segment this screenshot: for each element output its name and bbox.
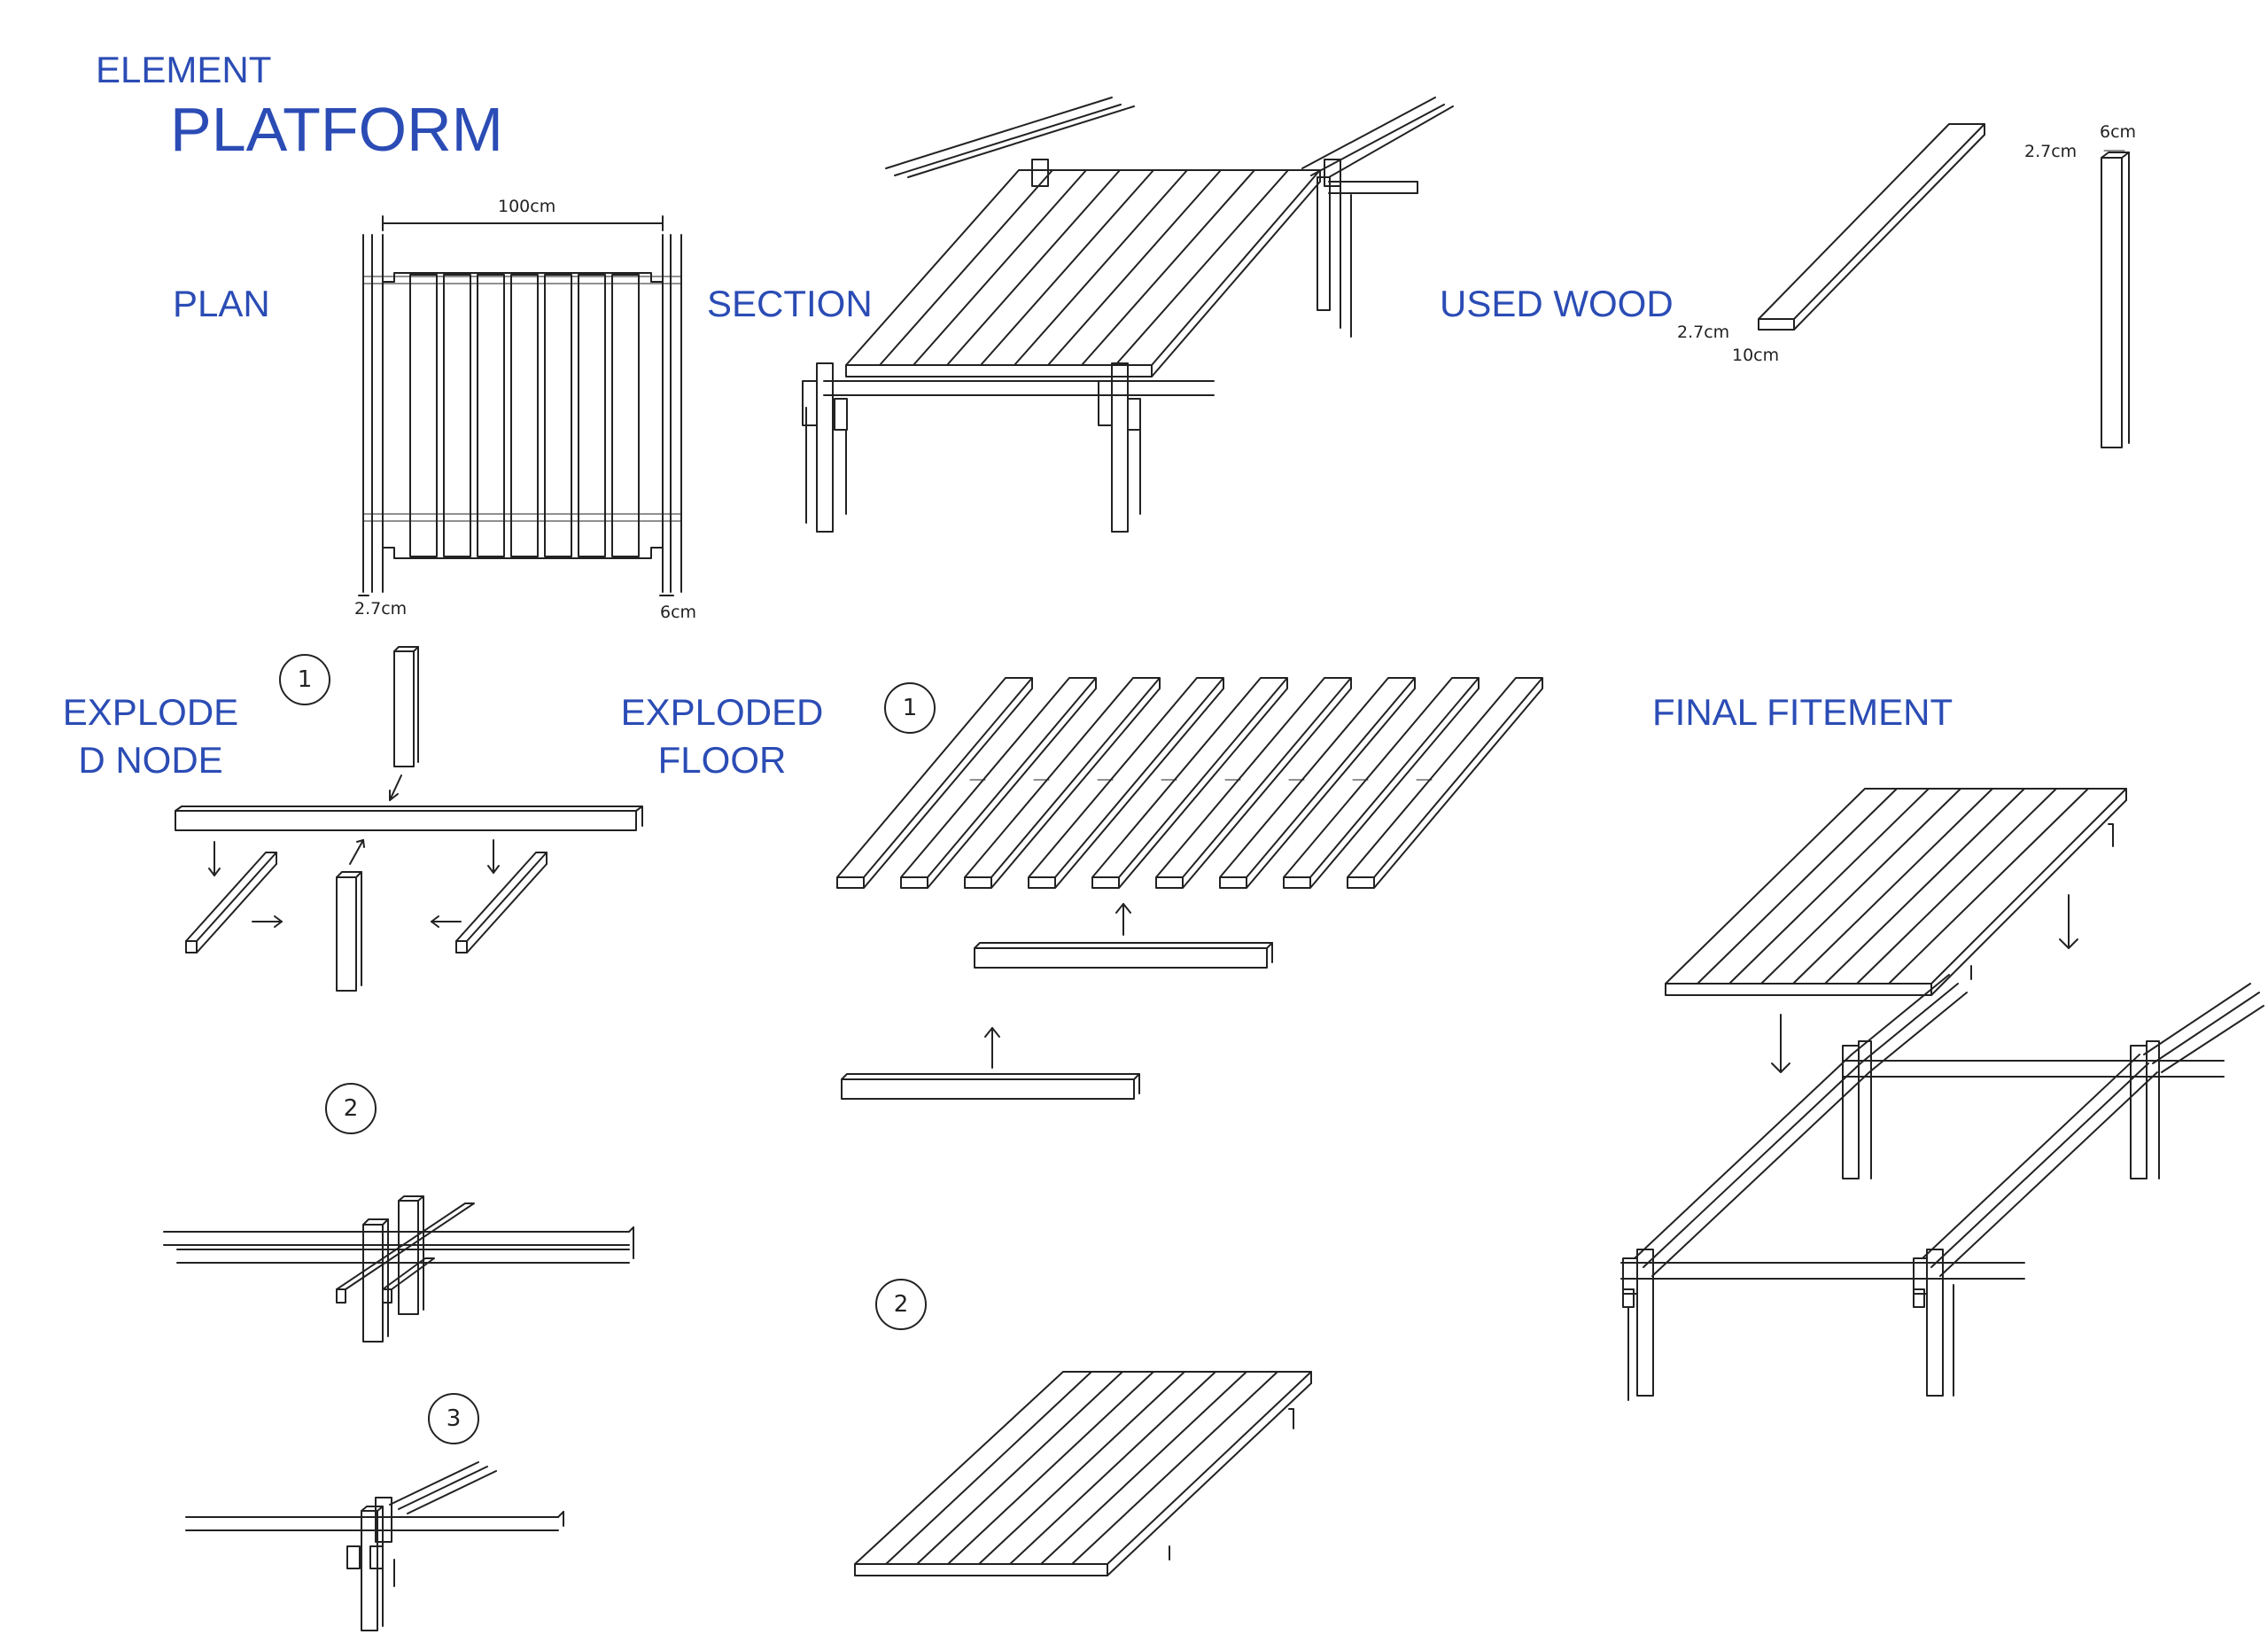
exploded-node-label-line1: EXPLODE <box>62 691 239 733</box>
used-wood-label: USED WOOD <box>1440 283 1674 324</box>
floor-board-6 <box>1155 677 1352 889</box>
exploded-node-2 <box>163 1195 634 1343</box>
exploded-node-3 <box>185 1461 564 1631</box>
floor-board-5 <box>1091 677 1288 889</box>
floor-step-1-badge: 1 <box>884 682 936 734</box>
node-step-3-badge: 3 <box>428 1393 479 1444</box>
category-label: ELEMENT <box>96 49 272 90</box>
floor-step-2-badge: 2 <box>875 1279 927 1330</box>
floor-board-7 <box>1219 677 1416 889</box>
post-thickness-dimension: 2.7cm <box>2024 142 2078 161</box>
exploded-floor-label-line2: FLOOR <box>657 739 787 781</box>
node-step-1-badge: 1 <box>279 654 330 705</box>
floor-board-1 <box>836 677 1033 889</box>
floor-board-8 <box>1283 677 1480 889</box>
exploded-floor-2 <box>854 1371 1312 1576</box>
exploded-node-label-line2: D NODE <box>78 739 223 781</box>
used-wood-view <box>1758 123 2130 448</box>
exploded-node-1 <box>175 646 643 992</box>
board-width-dimension: 10cm <box>1732 346 1780 365</box>
plan-right-dimension: 6cm <box>660 603 697 622</box>
plan-width-dimension: 100cm <box>498 197 556 216</box>
plan-label: PLAN <box>173 283 270 324</box>
page-title: PLATFORM <box>170 95 503 164</box>
exploded-floor-label-line1: EXPLODED <box>620 691 824 733</box>
floor-board-2 <box>900 677 1097 889</box>
section-label: SECTION <box>707 283 873 324</box>
section-view <box>802 97 1454 533</box>
post-width-dimension: 6cm <box>2100 122 2137 142</box>
final-fitement <box>1620 788 2264 1401</box>
exploded-floor-1 <box>836 677 1543 1100</box>
floor-board-9 <box>1347 677 1543 889</box>
node-step-2-badge: 2 <box>325 1083 377 1134</box>
plan-left-dimension: 2.7cm <box>354 599 408 619</box>
floor-board-3 <box>964 677 1161 889</box>
final-fitement-label: FINAL FITEMENT <box>1652 691 1953 733</box>
board-thickness-dimension: 2.7cm <box>1677 323 1730 342</box>
plan-view <box>358 215 682 596</box>
floor-board-4 <box>1028 677 1224 889</box>
